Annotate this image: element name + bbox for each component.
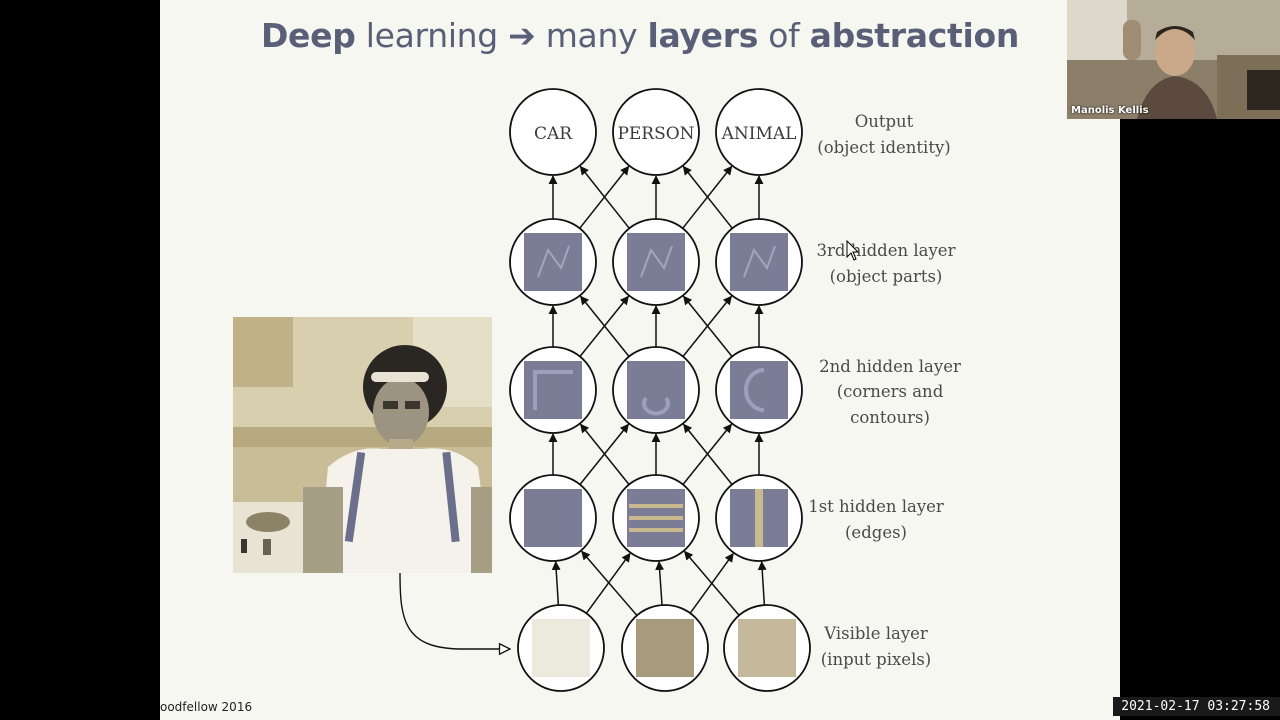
visible-node-3 [723, 604, 811, 692]
connection-arrow [580, 423, 630, 485]
feature-visualization-tile [532, 619, 590, 677]
hidden3-node-3 [715, 218, 803, 306]
node-circle [509, 88, 597, 176]
connection-arrow [585, 552, 631, 614]
node-circle [612, 88, 700, 176]
connection-arrow [682, 165, 733, 229]
feature-visualization-tile [524, 361, 582, 419]
layer-output-desc: (object identity) [817, 138, 950, 157]
title-of: of [758, 16, 810, 55]
title-layers: layers [647, 16, 759, 55]
slide-title: Deep learning ➔ many layers of abstracti… [160, 16, 1120, 55]
webcam-participant-name: Manolis Kellis [1071, 105, 1149, 116]
edge-stripe [755, 489, 763, 547]
contour-pattern [744, 368, 765, 412]
mouse-cursor-icon [846, 240, 860, 261]
feature-visualization-tile [636, 619, 694, 677]
title-many: many [535, 16, 648, 55]
feature-visualization-tile [627, 361, 685, 419]
layer-2nd-hidden-title: 2nd hidden layer [819, 357, 961, 376]
hidden1-node-1 [509, 474, 597, 562]
hidden2-node-1 [509, 346, 597, 434]
layer-3rd-hidden-title: 3rd hidden layer [817, 241, 956, 260]
hidden1-node-3 [715, 474, 803, 562]
part-pattern [743, 245, 776, 278]
connection-arrow [683, 295, 733, 357]
input-photo [233, 317, 492, 573]
feature-visualization-tile [524, 489, 582, 547]
feature-visualization-tile [738, 619, 796, 677]
layer-output-title: Output [855, 112, 914, 131]
hidden3-node-1 [509, 218, 597, 306]
node-circle [715, 88, 803, 176]
layer-visible-title: Visible layer [823, 624, 928, 643]
layer-visible-desc: (input pixels) [821, 650, 932, 669]
contour-pattern [533, 370, 573, 410]
edge-stripe [629, 528, 683, 532]
part-pattern [537, 245, 570, 278]
title-abstraction: abstraction [809, 16, 1020, 55]
edge-stripe [629, 516, 683, 520]
layer-2nd-hidden-desc-2: contours) [850, 408, 930, 427]
output-node-3 [715, 88, 803, 176]
visible-node-2 [621, 604, 709, 692]
connection-arrow [655, 560, 665, 606]
connection-arrow [683, 423, 733, 485]
connection-arrow [579, 165, 630, 229]
output-node-2 [612, 88, 700, 176]
feature-visualization-tile [730, 233, 788, 291]
connection-arrow [757, 561, 767, 606]
title-learning: learning [355, 16, 509, 55]
connection-arrow [581, 550, 638, 616]
network-diagram: CAR PERSON ANIMAL Output (object identit… [399, 88, 961, 692]
title-deep: Deep [260, 16, 356, 55]
layer-1st-hidden-desc: (edges) [845, 523, 907, 542]
photo-to-input-arrow [399, 572, 510, 649]
output-node-1 [509, 88, 597, 176]
feature-visualization-tile [627, 233, 685, 291]
network-nodes [509, 88, 811, 692]
connection-arrows [548, 165, 767, 616]
connection-arrow [580, 295, 630, 357]
hidden1-node-2 [612, 474, 700, 562]
output-node-car-label: CAR [534, 124, 573, 144]
contour-pattern [642, 396, 670, 416]
part-pattern [640, 245, 673, 278]
connection-arrow [683, 550, 740, 616]
connection-arrow [551, 561, 561, 606]
hidden2-node-3 [715, 346, 803, 434]
layer-2nd-hidden-desc: (corners and [837, 382, 944, 401]
edge-stripe [629, 504, 683, 508]
hidden3-node-2 [612, 218, 700, 306]
webcam-feed [1067, 0, 1280, 119]
layer-3rd-hidden-desc: (object parts) [830, 267, 943, 286]
webcam-video-tile[interactable]: Manolis Kellis [1067, 0, 1280, 119]
output-node-person-label: PERSON [617, 124, 694, 144]
output-node-animal-label: ANIMAL [721, 124, 797, 144]
visible-node-1 [517, 604, 605, 692]
title-arrow-icon: ➔ [508, 16, 536, 55]
feature-visualization-tile [524, 233, 582, 291]
recording-timestamp: 2021-02-17 03:27:58 [1113, 697, 1280, 716]
hidden2-node-2 [612, 346, 700, 434]
layer-1st-hidden-title: 1st hidden layer [808, 497, 944, 516]
slide: Deep learning ➔ many layers of abstracti… [160, 0, 1120, 720]
slide-credit: oodfellow 2016 [160, 700, 253, 714]
